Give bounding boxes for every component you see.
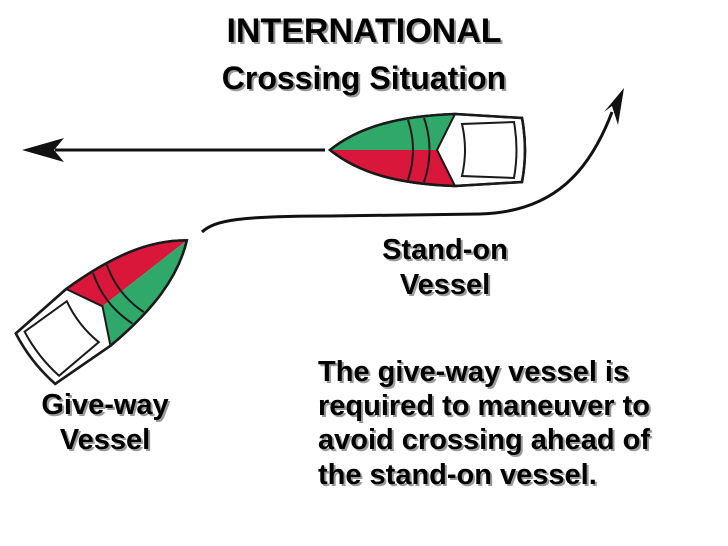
title-line-1: INTERNATIONAL — [226, 12, 502, 50]
give-way-vessel-label: Give-way Vessel — [0, 388, 210, 459]
note-line-1: The give-way vessel is — [318, 356, 630, 388]
give-way-label-line-2: Vessel — [59, 424, 151, 457]
note-line-4: the stand-on vessel. — [318, 458, 597, 491]
stand-on-vessel — [327, 112, 527, 188]
stand-on-vessel-label: Stand-on Vessel — [340, 233, 550, 304]
stand-on-label-line-2: Vessel — [399, 269, 491, 302]
give-way-vessel — [14, 239, 189, 386]
stand-on-label-line-1: Stand-on — [382, 234, 508, 266]
give-way-maneuver-path — [200, 88, 624, 234]
note-line-2: required to maneuver to — [318, 390, 650, 423]
note-line-3: avoid crossing ahead of — [318, 424, 650, 457]
give-way-label-line-1: Give-way — [41, 389, 169, 421]
rule-explanation-note: The give-way vessel is required to maneu… — [318, 355, 718, 492]
stand-on-course-arrow — [22, 138, 325, 162]
title-line-2: Crossing Situation — [221, 60, 507, 96]
